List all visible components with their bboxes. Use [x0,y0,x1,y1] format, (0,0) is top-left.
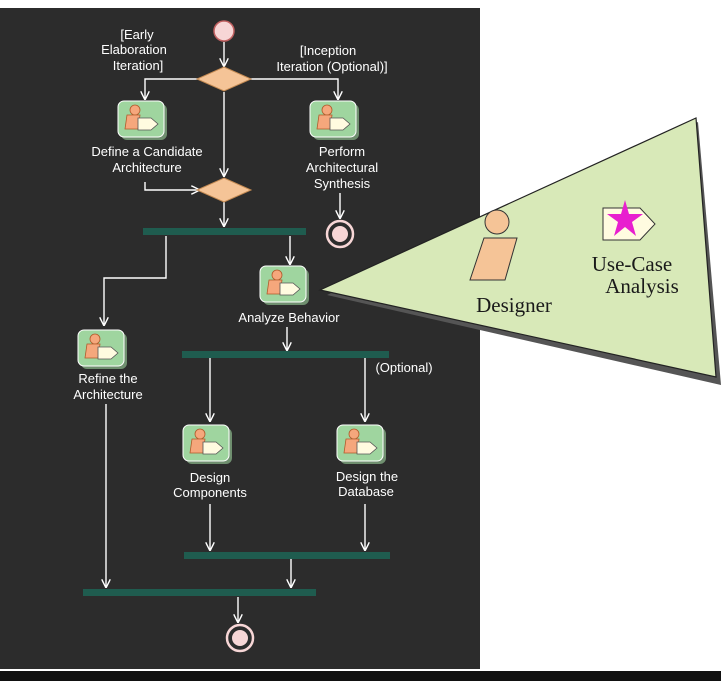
analyze-behavior-icon [259,265,310,306]
use-case-analysis-label-2: Analysis [605,274,679,298]
perform-synthesis-label-2: Architectural [306,160,378,175]
merge-diamond [195,177,253,203]
perform-synthesis-label-1: Perform [319,144,365,159]
use-case-analysis-label-1: Use-Case [592,252,672,276]
design-components-label-2: Components [173,485,247,500]
design-components-icon [182,424,233,465]
refine-architecture-label-2: Architecture [73,387,142,402]
bottom-border [0,671,721,681]
use-case-analysis-icon [602,200,656,241]
join-bar [184,552,390,559]
fork-bar [143,228,306,235]
edge-define-to-merge [144,182,199,190]
decision-diamond [195,66,253,92]
design-database-icon [336,424,387,465]
refine-architecture-icon [77,329,128,370]
perform-synthesis-icon [309,100,360,141]
end-node-final [225,623,255,653]
fork-bar-2 [182,351,389,358]
edge-fork-to-refine [104,236,167,325]
join-bar-2 [83,589,316,596]
design-components-label-1: Design [190,470,230,485]
guard-early-2: Elaboration [101,42,167,57]
refine-architecture-label-1: Refine the [78,371,137,386]
diagram-panel [0,8,480,669]
designer-label: Designer [476,293,552,317]
design-database-label-2: Database [338,484,394,499]
end-node-synthesis [325,219,355,249]
perform-synthesis-label-3: Synthesis [314,176,371,191]
guard-inception-2: Iteration (Optional)] [276,59,387,74]
define-candidate-label-2: Architecture [112,160,181,175]
guard-early-1: [Early [120,27,154,42]
analyze-behavior-label: Analyze Behavior [238,310,340,325]
designer-icon [469,209,518,281]
role-callout: Designer Use-Case Analysis [318,117,721,385]
edge-decision-to-define [145,78,200,99]
guard-early-3: Iteration] [113,58,164,73]
start-node [213,20,235,42]
optional-label: (Optional) [375,360,432,375]
guard-inception-1: [Inception [300,43,356,58]
design-database-label-1: Design the [336,469,398,484]
define-candidate-icon [117,100,168,141]
flow-edges [104,42,365,622]
edge-decision-to-perform [248,78,338,99]
define-candidate-label-1: Define a Candidate [91,144,202,159]
